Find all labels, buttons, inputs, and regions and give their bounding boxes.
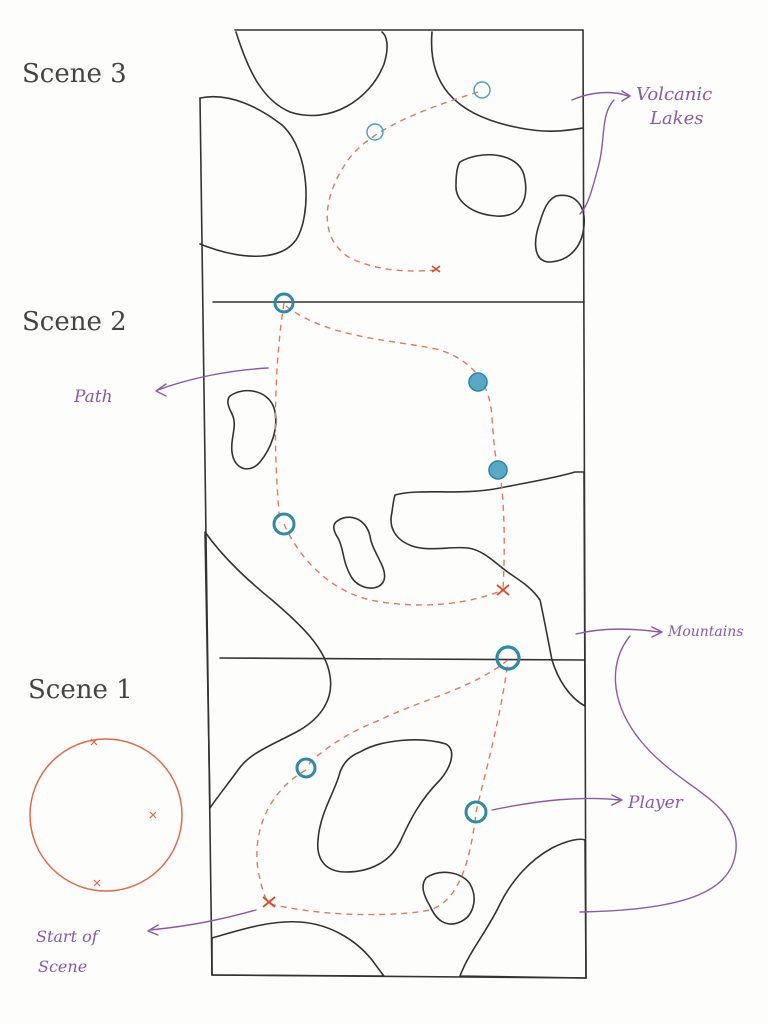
lake-small-center xyxy=(333,516,386,589)
path-label: Path xyxy=(73,387,113,407)
start-of-scene-label-2: Scene xyxy=(38,957,87,976)
annotations: Volcanic Lakes Path Mountains Player Sta… xyxy=(36,84,743,976)
player-marker xyxy=(295,757,317,779)
scene-2-lakes xyxy=(227,389,386,589)
paths xyxy=(256,91,509,916)
start-of-scene-arrow xyxy=(147,909,257,936)
mountains-arrow xyxy=(575,626,737,913)
mountain-center xyxy=(317,739,453,873)
player-marker xyxy=(473,81,491,99)
start-cross-scene-2 xyxy=(496,584,510,596)
path-scene-1-d xyxy=(475,661,509,813)
volcanic-lakes xyxy=(199,31,585,263)
player-marker xyxy=(488,460,508,480)
path-scene-2-down xyxy=(499,471,505,591)
start-of-scene-label-1: Start of xyxy=(36,927,101,946)
path-scene-3 xyxy=(326,91,479,272)
path-scene-1-c xyxy=(269,813,477,916)
player-marker xyxy=(464,800,488,824)
scene-3-label: Scene 3 xyxy=(22,59,127,89)
volcanic-lakes-label-1: Volcanic xyxy=(636,84,712,105)
player-label: Player xyxy=(627,793,684,813)
lake-small-left xyxy=(227,389,277,470)
path-scene-1-b xyxy=(256,769,307,903)
mountains-label: Mountains xyxy=(667,624,743,640)
start-markers xyxy=(262,265,510,908)
player-markers xyxy=(272,81,521,824)
player-marker xyxy=(366,123,384,141)
volcanic-lakes-arrow xyxy=(571,90,631,215)
mountain-bottom-right xyxy=(459,838,587,979)
player-marker xyxy=(495,645,521,671)
mountain-bottom-left xyxy=(211,920,385,977)
scene-1-divider xyxy=(219,657,586,661)
start-cross-scene-3 xyxy=(431,265,441,273)
lake-small-bottom xyxy=(422,871,475,925)
volcanic-lakes-label-2: Lakes xyxy=(649,108,703,129)
mountain-ridge-right xyxy=(390,471,586,707)
path-arrow xyxy=(155,367,269,397)
player-marker xyxy=(468,372,488,392)
lake-top-right xyxy=(430,31,584,132)
path-scene-2-bottom xyxy=(283,523,504,606)
path-scene-1-a xyxy=(305,659,509,769)
player-marker xyxy=(272,512,296,536)
lake-right xyxy=(534,194,585,263)
start-cross-scene-1 xyxy=(262,896,276,908)
lake-left xyxy=(199,96,307,258)
lake-center xyxy=(455,153,527,217)
player-arrow xyxy=(491,794,623,811)
mountain-ridge-left xyxy=(204,531,332,809)
player-marker xyxy=(273,292,295,314)
path-scene-2-right xyxy=(285,305,501,471)
scene-1-label: Scene 1 xyxy=(28,675,133,705)
start-circle-diagram xyxy=(29,738,183,892)
scene-2-label: Scene 2 xyxy=(22,307,127,337)
mountains xyxy=(204,471,587,979)
path-scene-2-left xyxy=(274,302,285,524)
lake-top-left xyxy=(235,31,388,117)
